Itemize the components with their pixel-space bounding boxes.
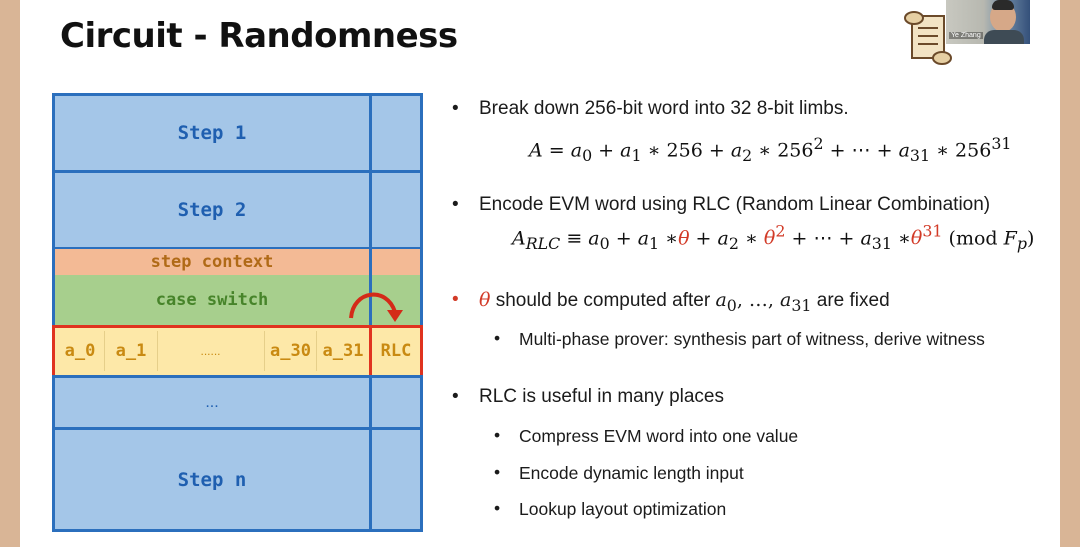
bullet-text: RLC is useful in many places	[479, 386, 724, 407]
limbs-highlight	[52, 325, 372, 378]
bullet-text: Break down 256-bit word into 32 8-bit li…	[479, 98, 849, 119]
limb-label: a_0	[64, 341, 96, 361]
step-1-row: Step 1	[52, 93, 372, 173]
step-1-label: Step 1	[177, 122, 247, 144]
sub-bullet-text: Encode dynamic length input	[519, 463, 744, 483]
case-switch-label: case switch	[155, 290, 269, 310]
rlc-label: RLC	[380, 341, 412, 361]
sub-bullet-text: Lookup layout optimization	[519, 499, 727, 519]
limb-label: a_30	[270, 341, 311, 361]
rlc-cell: RLC	[372, 327, 420, 375]
column-cell	[369, 170, 423, 250]
rlc-highlight	[369, 325, 423, 378]
limb-cell: a_31	[317, 327, 369, 375]
step-context-label: step context	[150, 252, 274, 272]
column-cell	[372, 249, 420, 275]
column-cell	[369, 375, 423, 430]
limb-label: a_31	[322, 341, 364, 361]
equation-rlc: ARLC ≡ a0 + a1 ∗θ + a2 ∗ θ2 + ⋯ + a31 ∗θ…	[512, 222, 1035, 254]
curved-arrow-icon	[349, 292, 403, 322]
slide: Circuit - Randomness Step 1 Step 2 step …	[20, 0, 1060, 547]
column-cell	[369, 427, 423, 532]
limb-cell: a_30	[264, 327, 317, 375]
webcam-name: Ye Zhang	[949, 32, 983, 39]
ellipsis-row: ...	[52, 375, 372, 430]
webcam-video: Ye Zhang	[946, 0, 1030, 44]
limb-cell: a_1	[105, 327, 157, 375]
equation-limbs: A = a0 + a1 ∗ 256 + a2 ∗ 2562 + ⋯ + a31 …	[529, 134, 1012, 166]
step-n-row: Step n	[52, 427, 372, 532]
ellipsis-label: ...	[205, 393, 219, 411]
limb-cell: ......	[157, 327, 264, 375]
bullet-text: should be computed after	[495, 290, 711, 311]
bullet-text: Encode EVM word using RLC (Random Linear…	[479, 194, 991, 215]
bullet-text: are fixed	[816, 290, 890, 311]
theta-symbol: θ	[479, 289, 491, 311]
limb-cell: a_0	[55, 327, 105, 375]
slide-title: Circuit - Randomness	[60, 16, 458, 56]
step-2-label: Step 2	[177, 199, 247, 221]
step-context-row: step context	[55, 249, 369, 275]
column-cell	[369, 93, 423, 173]
step-n-label: Step n	[177, 468, 247, 491]
scroll-logo-icon	[904, 11, 952, 65]
sub-bullet-text: Compress EVM word into one value	[519, 426, 799, 446]
limb-label: a_1	[115, 341, 147, 361]
sub-bullet-text: Multi-phase prover: synthesis part of wi…	[519, 329, 985, 349]
case-switch-row: case switch	[55, 275, 369, 325]
limb-label: ......	[200, 344, 221, 358]
step-2-row: Step 2	[52, 170, 372, 250]
